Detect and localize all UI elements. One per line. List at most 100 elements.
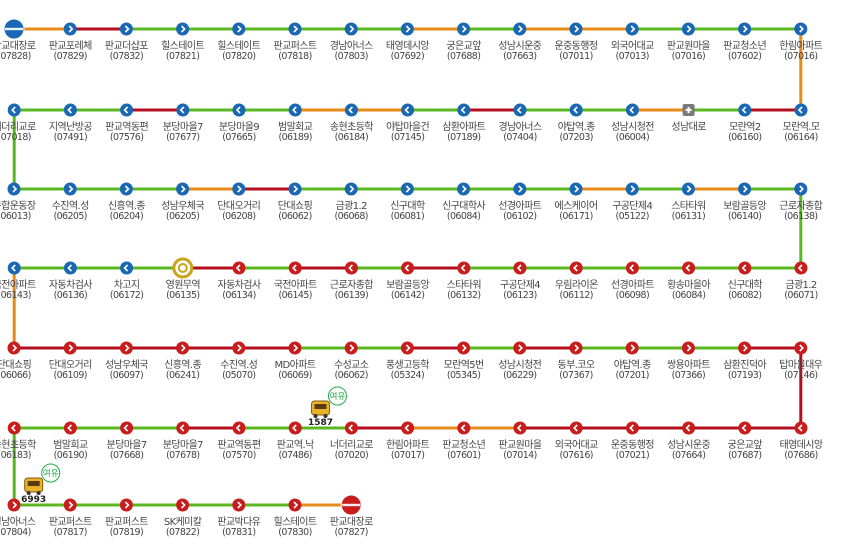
bus-stop[interactable]: 모란역5번(05345) <box>444 341 485 382</box>
bus-stop[interactable]: 송현초등학(06183) <box>0 421 37 462</box>
bus-stop[interactable]: 분당마을7(07678) <box>163 421 204 462</box>
bus-stop[interactable]: 판교더샵포(07832) <box>105 22 149 63</box>
bus-stop[interactable]: 한림아파트(07016) <box>779 22 823 63</box>
bus-stop[interactable]: 영원무역(06135) <box>166 257 201 301</box>
stop-code: (06013) <box>0 211 31 222</box>
bus-stop[interactable]: 황송마을아(06084) <box>667 261 711 302</box>
bus-stop[interactable]: 판교퍼스트(07819) <box>105 498 149 539</box>
bus-stop[interactable]: 단대오거리(06208) <box>217 182 261 223</box>
bus-stop[interactable]: 신흥역.종(06204) <box>108 182 146 223</box>
bus-stop[interactable]: 힐스테이트(07820) <box>217 22 261 63</box>
bus-stop[interactable]: 힐스테이트(07830) <box>273 498 317 539</box>
bus-stop[interactable]: 보람골등앙(06140) <box>723 182 767 223</box>
bus-stop[interactable]: 우림라이온(06112) <box>555 261 599 302</box>
bus-stop[interactable]: 판교청소년(07602) <box>723 22 767 63</box>
bus-stop[interactable]: 범말회교(06190) <box>53 421 89 462</box>
bus-stop[interactable]: 금광1.2(06071) <box>784 261 818 302</box>
bus-stop[interactable]: 야탑역.종(07201) <box>614 341 652 382</box>
bus-stop[interactable]: 종합운동장(06013) <box>0 182 36 223</box>
bus-stop[interactable]: 판교역동편(07570) <box>217 421 261 462</box>
bus-stop[interactable]: 신구대학(06081) <box>390 182 426 223</box>
bus-stop[interactable]: 판교박다유(07831) <box>217 498 261 539</box>
bus-stop[interactable]: 에스케이어(06171) <box>554 182 598 223</box>
bus-stop[interactable]: 금광1.2(06068) <box>334 182 369 223</box>
bus-stop[interactable]: 판교원마을(07014) <box>498 421 542 462</box>
bus-stop[interactable]: 판교대장로(07828) <box>0 18 36 62</box>
bus-stop[interactable]: 운중동행정(07021) <box>611 421 655 462</box>
bus-stop[interactable]: 판교역.낙(07486) <box>277 421 315 462</box>
bus-stop[interactable]: 성남대로 <box>671 104 707 133</box>
bus-stop[interactable]: SK케미칼(07822) <box>164 498 202 539</box>
bus-stop[interactable]: 자동차검사(06136) <box>49 261 93 302</box>
bus-stop[interactable]: 선경아파트(06098) <box>611 261 655 302</box>
bus-stop[interactable]: 수진역.성(05070) <box>220 341 258 382</box>
bus-stop[interactable]: 판교퍼스트(07818) <box>273 22 317 63</box>
bus-stop[interactable]: 성남시청전(06004) <box>611 103 655 144</box>
bus-stop[interactable]: 국전아파트(06145) <box>274 261 318 302</box>
bus-stop[interactable]: 궁은교앞(07687) <box>728 421 763 462</box>
bus-stop[interactable]: 신구대학(06082) <box>728 261 763 302</box>
bus-stop[interactable]: 구공단제4(05122) <box>612 182 653 223</box>
bus-stop[interactable]: 단대쇼핑(06062) <box>278 182 313 223</box>
bus-stop[interactable]: 자동차검사(06134) <box>217 261 261 302</box>
bus-stop[interactable]: 판교포레체(07829) <box>49 22 93 63</box>
bus-stop[interactable]: 분당마을7(07677) <box>163 103 204 144</box>
bus-stop[interactable]: 경남아너스(07804) <box>0 498 36 539</box>
bus-stop[interactable]: 판교역동편(07576) <box>105 103 149 144</box>
bus-stop[interactable]: MD아파트(06069) <box>275 341 316 382</box>
bus-stop[interactable]: 보람골등앙(06142) <box>386 261 430 302</box>
bus-stop[interactable]: 성남우체국(06205) <box>161 182 205 223</box>
bus-stop[interactable]: 외국어대교(07013) <box>611 22 655 63</box>
bus-stop[interactable]: 성남시청전(06229) <box>498 341 542 382</box>
bus-stop[interactable]: 너더리교로(07020) <box>330 421 374 462</box>
bus-stop[interactable]: 차고지(06172) <box>110 261 144 302</box>
bus-stop[interactable]: 송현초등학(06184) <box>330 103 374 144</box>
bus-stop[interactable]: 분당마을7(07668) <box>107 421 148 462</box>
bus-stop[interactable]: 국전아파트(06143) <box>0 261 37 302</box>
bus-stop[interactable]: 수진역.성(06205) <box>52 182 89 223</box>
bus-stop[interactable]: 근로자종합(06139) <box>330 261 374 302</box>
bus-stop[interactable]: 스타타워(06131) <box>671 182 706 223</box>
bus-stop[interactable]: 모란역.모(06164) <box>783 103 820 144</box>
bus-stop[interactable]: 동부.코오(07367) <box>558 341 595 382</box>
bus-stop[interactable]: 범말회교(06189) <box>278 103 313 144</box>
bus-stop[interactable]: 지역난방공(07491) <box>49 103 93 144</box>
bus-stop[interactable]: 선경아파트(06102) <box>498 182 542 223</box>
bus-stop[interactable]: 모란역2(06160) <box>728 103 762 144</box>
bus-stop[interactable]: 근로자종합(06138) <box>779 182 823 223</box>
bus-stop[interactable]: 경남아너스(07404) <box>498 103 542 144</box>
bus-stop[interactable]: 야탑역.종(07203) <box>558 103 596 144</box>
bus-stop[interactable]: 너더리교로(07018) <box>0 103 37 144</box>
bus-stop[interactable]: 야탑마을건(07145) <box>386 103 430 144</box>
bus-stop[interactable]: 풍생고등학(05324) <box>386 341 430 382</box>
bus-stop[interactable]: 단대오거리(06109) <box>49 341 92 382</box>
bus-stop[interactable]: 쌍용아파트(07366) <box>667 341 711 382</box>
bus-stop[interactable]: 한림아파트(07017) <box>386 421 430 462</box>
bus-stop[interactable]: 수성교소(06062) <box>334 341 369 382</box>
bus-stop[interactable]: 신구대학사(06084) <box>442 182 486 223</box>
bus-stop[interactable]: 운중동행정(07011) <box>554 22 598 63</box>
bus-stop[interactable]: 분당마을9(07665) <box>219 103 260 144</box>
bus-stop[interactable]: 태영데시앙(07692) <box>386 22 430 63</box>
bus-stop[interactable]: 스타타워(06132) <box>447 261 482 302</box>
bus-stop[interactable]: 궁은교앞(07688) <box>446 22 482 63</box>
bus-stop[interactable]: 판교대장로(07827) <box>330 494 374 538</box>
bus-stop[interactable]: 삼환아파트(07189) <box>442 103 486 144</box>
bus-stop[interactable]: 판교청소년(07601) <box>442 421 486 462</box>
bus-stop[interactable]: 삼환진덕아(07193) <box>723 341 767 382</box>
bus-stop[interactable]: 힐스테이트(07821) <box>161 22 205 63</box>
bus-stop[interactable]: 성남시운중(07663) <box>498 22 542 63</box>
bus-stop[interactable]: 태영데시앙(07686) <box>779 421 823 462</box>
bus-stop[interactable]: 판교퍼스트(07817) <box>49 498 93 539</box>
bus-stop[interactable]: 단대쇼핑(06066) <box>0 341 32 382</box>
bus-stop[interactable]: 성남우체국(06097) <box>105 341 149 382</box>
bus-stop[interactable]: 외국어대교(07616) <box>555 421 599 462</box>
bus-stop[interactable]: 성남시운중(07664) <box>667 421 711 462</box>
bus-stop[interactable]: 경남아너스(07803) <box>330 22 374 63</box>
bus-stop[interactable]: 구공단제4(06123) <box>500 261 541 302</box>
bus-stop[interactable]: 탑마을대우(07146) <box>779 341 823 382</box>
bus-stop[interactable]: 판교원마을(07016) <box>667 22 711 63</box>
bus-stop[interactable]: 신흥역.종(06241) <box>164 341 202 382</box>
